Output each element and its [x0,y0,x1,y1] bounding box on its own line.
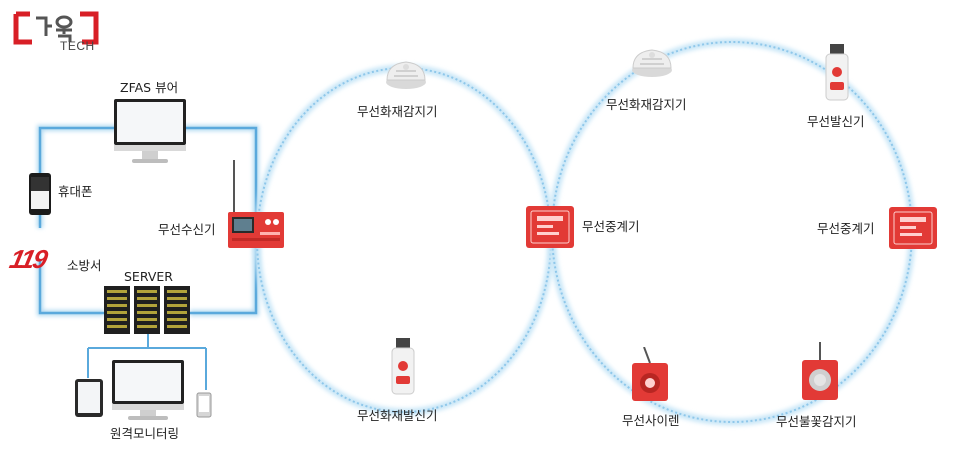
call-point-2-icon [824,44,850,106]
flame-detector-icon [800,342,840,406]
fire-station-label: 소방서 [67,258,102,273]
phone-icon [28,172,52,220]
server-rack-icon [104,286,190,338]
smoke-detector-2-icon [630,46,674,82]
viewer-label: ZFAS 뷰어 [120,80,179,95]
repeater-icon [525,205,575,253]
emblem-119-icon: 119 [6,244,49,274]
fire-receiver-icon [226,160,286,254]
monitoring-label: 원격모니터링 [110,426,180,441]
smoke-detector-icon [384,58,428,94]
call-point2-label: 무선발신기 [807,114,865,129]
repeater1-label: 무선중계기 [582,219,640,234]
gaon-logo-icon [12,8,102,58]
detector2-label: 무선화재감지기 [606,97,687,112]
call-point-icon [390,338,416,400]
desktop-icon [110,358,186,426]
phone-small-icon [196,392,212,422]
logo-tech-text: TECH [60,39,95,53]
server-label: SERVER [124,269,173,284]
siren-label: 무선사이렌 [622,413,680,428]
flame-detector-label: 무선불꽃감지기 [776,414,857,429]
receiver-label: 무선수신기 [158,222,216,237]
repeater-2-icon [888,206,938,254]
siren-icon [630,346,670,407]
tablet-icon [74,378,104,422]
detector1-label: 무선화재감지기 [357,104,438,119]
call-point1-label: 무선화재발신기 [357,408,438,423]
phone-label: 휴대폰 [58,184,93,199]
monitor-icon [112,97,188,169]
repeater2-label: 무선중계기 [817,221,875,236]
